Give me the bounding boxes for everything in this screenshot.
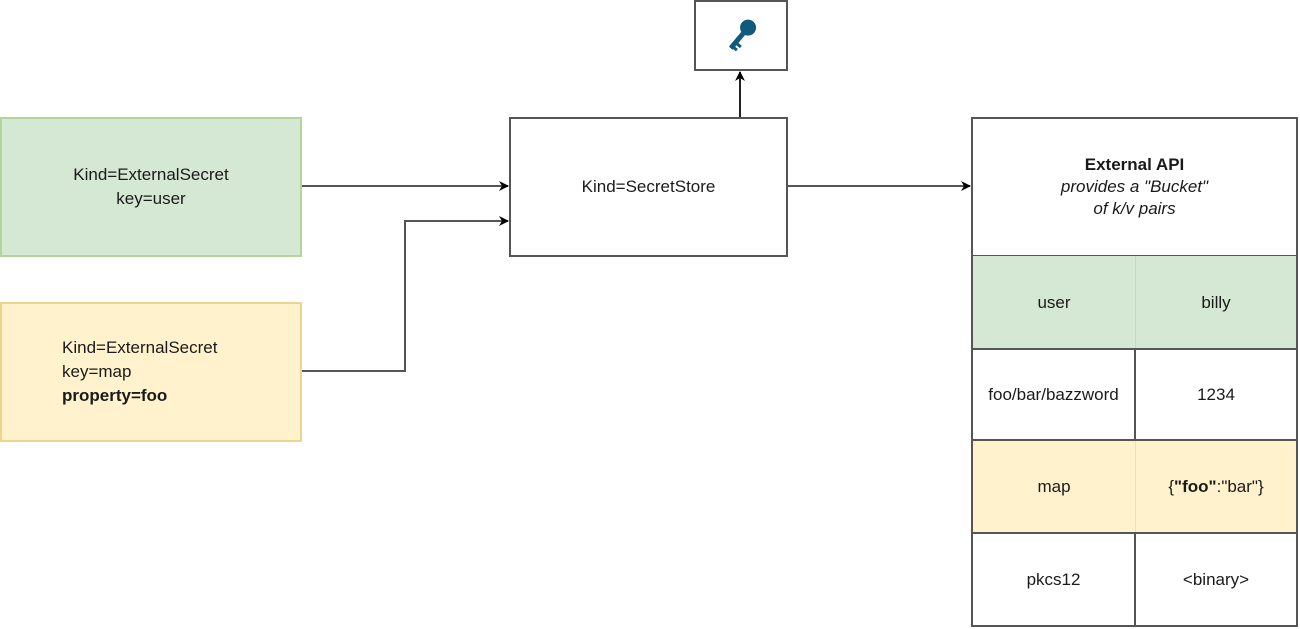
external-secret-user-kind: Kind=ExternalSecret [73, 165, 229, 184]
kv-value-rest: :"bar"} [1216, 477, 1264, 496]
kv-value-cell[interactable]: <binary> [1134, 532, 1298, 627]
external-api-subtitle-line1: provides a "Bucket" [1060, 177, 1209, 196]
kv-key-cell[interactable]: foo/bar/bazzword [971, 348, 1136, 441]
credentials-node[interactable] [694, 0, 788, 71]
external-secret-user-key: key=user [116, 189, 186, 208]
kv-key: foo/bar/bazzword [988, 384, 1119, 404]
kv-key: map [1037, 477, 1071, 496]
edge-secretstore-to-credentials [718, 71, 745, 119]
kv-value-cell[interactable]: {"foo":"bar"} [1136, 441, 1298, 533]
kv-value: <binary> [1182, 569, 1250, 589]
external-api-title: External API [1084, 155, 1185, 174]
kv-value-open: { [1168, 477, 1175, 496]
kv-value-bold-key: "foo" [1174, 477, 1217, 496]
external-api-node[interactable]: External API provides a "Bucket" of k/v … [971, 117, 1298, 257]
kv-value: {"foo":"bar"} [1168, 477, 1263, 497]
kv-value-cell[interactable]: billy [1136, 256, 1298, 349]
kv-key-cell[interactable]: user [971, 256, 1136, 349]
key-icon [729, 19, 757, 51]
kv-value: billy [1201, 292, 1231, 312]
external-secret-user-node[interactable]: Kind=ExternalSecret key=user [0, 117, 302, 257]
kv-key-cell[interactable]: pkcs12 [971, 532, 1136, 627]
edge-map-to-secretstore [302, 216, 509, 372]
kv-value-cell[interactable]: 1234 [1134, 348, 1298, 441]
secret-store-node[interactable]: Kind=SecretStore [509, 117, 788, 257]
kv-value: 1234 [1197, 384, 1235, 404]
kv-key: user [1037, 292, 1071, 312]
external-api-subtitle-line2: of k/v pairs [1093, 199, 1176, 218]
kv-key: pkcs12 [1026, 569, 1081, 589]
external-secret-map-key: key=map [62, 362, 132, 381]
external-secret-map-kind: Kind=ExternalSecret [62, 338, 218, 357]
secret-store-label: Kind=SecretStore [581, 177, 716, 196]
external-secret-map-node[interactable]: Kind=ExternalSecret key=map property=foo [0, 302, 302, 442]
external-secret-map-property: property=foo [62, 386, 168, 405]
kv-key-cell[interactable]: map [971, 441, 1136, 533]
